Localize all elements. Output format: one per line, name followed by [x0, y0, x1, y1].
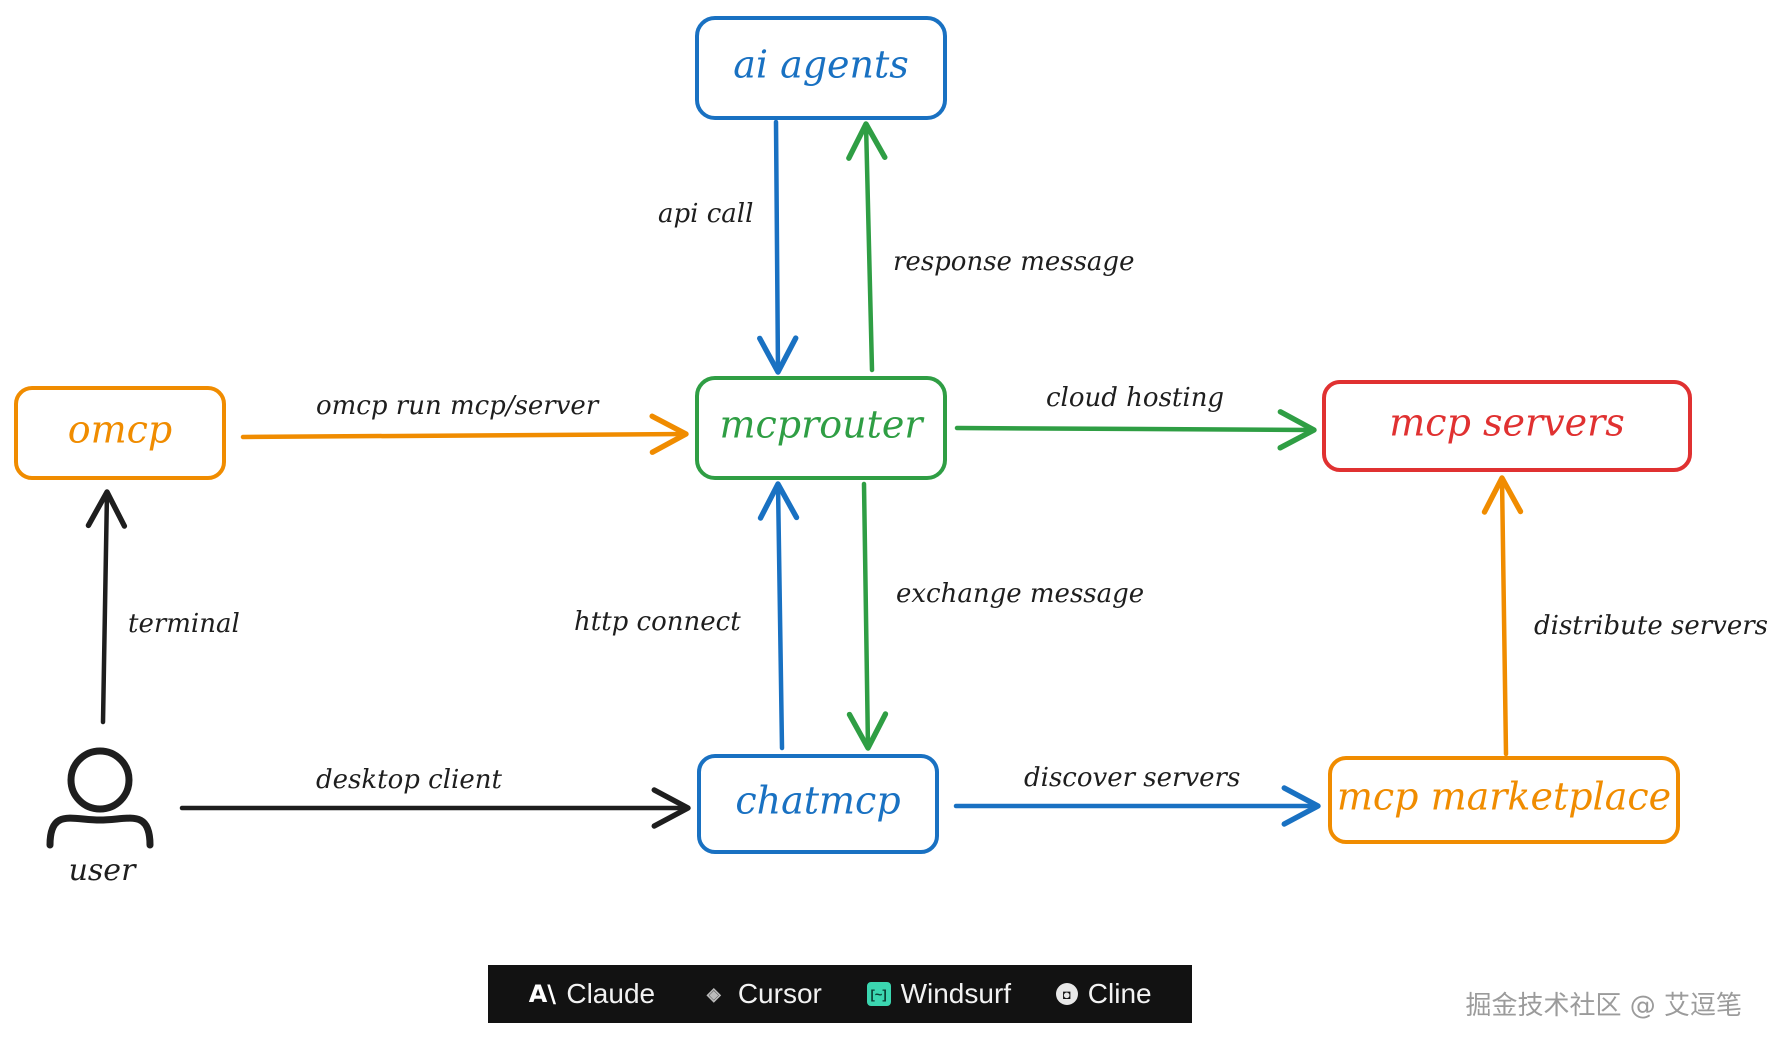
edge-label-http-connect: http connect: [574, 607, 741, 637]
tool-cursor: ◈ Cursor: [700, 978, 822, 1010]
tool-windsurf-label: Windsurf: [900, 978, 1012, 1009]
node-mcp-marketplace-label: mcp marketplace: [1337, 775, 1671, 819]
node-mcp-marketplace: mcp marketplace: [1328, 756, 1680, 844]
node-mcp-servers-label: mcp servers: [1389, 401, 1625, 445]
node-mcprouter: mcprouter: [695, 376, 947, 480]
node-omcp-label: omcp: [68, 408, 173, 452]
node-omcp: omcp: [14, 386, 226, 480]
node-ai-agents-label: ai agents: [733, 43, 909, 87]
tool-claude-label: Claude: [566, 978, 656, 1009]
node-chatmcp: chatmcp: [697, 754, 939, 854]
user-label: user: [69, 853, 137, 888]
client-tools-bar: A\ Claude ◈ Cursor [~] Windsurf ◘ Cline: [488, 965, 1192, 1023]
windsurf-icon: [~]: [866, 982, 891, 1006]
node-chatmcp-label: chatmcp: [735, 779, 900, 823]
edge-label-terminal: terminal: [128, 609, 240, 639]
tool-cline-label: Cline: [1087, 978, 1152, 1009]
edge-label-response-message: response message: [893, 247, 1134, 277]
edge-label-distribute-servers: distribute servers: [1534, 611, 1768, 641]
edge-http-connect: [757, 481, 800, 751]
edge-terminal: [85, 489, 128, 725]
node-ai-agents: ai agents: [695, 16, 947, 120]
edge-label-cloud-hosting: cloud hosting: [1046, 383, 1224, 413]
edge-label-api-call: api call: [658, 199, 753, 229]
edge-exchange-message: [846, 481, 889, 751]
watermark: 掘金技术社区 @ 艾逗笔: [1465, 991, 1742, 1021]
edge-api-call: [757, 119, 799, 375]
node-mcprouter-label: mcprouter: [719, 403, 925, 447]
tool-cline: ◘ Cline: [1055, 978, 1152, 1010]
tool-claude: A\ Claude: [528, 978, 655, 1010]
cline-icon: ◘: [1055, 983, 1078, 1005]
tool-cursor-label: Cursor: [737, 978, 822, 1009]
node-mcp-servers: mcp servers: [1322, 380, 1692, 472]
edge-distribute-servers: [1481, 475, 1524, 757]
edge-label-omcp-run: omcp run mcp/server: [316, 391, 600, 421]
tool-windsurf: [~] Windsurf: [866, 978, 1012, 1010]
cursor-icon: ◈: [706, 984, 721, 1004]
edge-label-desktop-client: desktop client: [316, 765, 502, 795]
edge-cloud-hosting: [954, 409, 1317, 451]
edge-label-discover-servers: discover servers: [1024, 763, 1240, 793]
edge-label-exchange-message: exchange message: [896, 579, 1144, 609]
edge-omcp-run: [240, 413, 689, 455]
user-icon: [46, 747, 154, 849]
edge-response-message: [846, 121, 888, 373]
claude-icon: A\: [528, 980, 557, 1008]
